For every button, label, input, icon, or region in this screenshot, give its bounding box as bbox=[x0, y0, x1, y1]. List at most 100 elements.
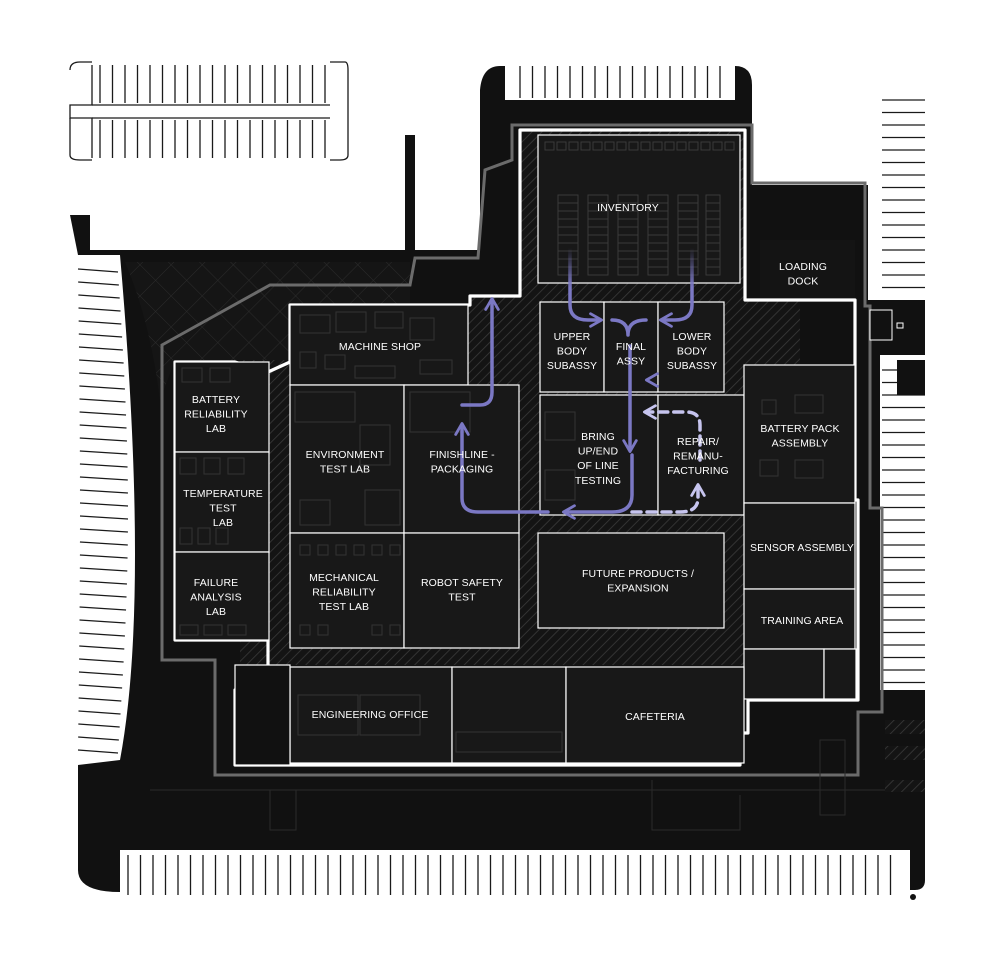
parking-stripe bbox=[79, 606, 127, 611]
parking-stripe bbox=[79, 372, 125, 377]
inventory-bin bbox=[640, 141, 651, 151]
label-line: LAB bbox=[213, 517, 233, 529]
exterior-structures bbox=[150, 739, 910, 831]
inventory-bin bbox=[676, 141, 687, 151]
parking-stripe bbox=[79, 424, 127, 429]
parking-stripe bbox=[78, 684, 123, 689]
label-line: PACKAGING bbox=[431, 464, 494, 476]
label-line: UPPER bbox=[554, 331, 591, 343]
parking-stripe bbox=[79, 437, 127, 442]
room-battery-reliability bbox=[174, 361, 270, 453]
parking-stripe bbox=[78, 736, 119, 741]
parking-stripe bbox=[79, 658, 124, 663]
parking-stripe bbox=[79, 580, 127, 585]
flow-inventory-to-final-right bbox=[659, 246, 694, 328]
flow-bottom-to-finishline bbox=[454, 422, 550, 514]
label-engineering-office: ENGINEERING OFFICE bbox=[312, 709, 429, 721]
label-line: BATTERY bbox=[192, 394, 240, 406]
parking-stripe bbox=[78, 671, 123, 676]
inventory-bin bbox=[544, 141, 555, 151]
parking-stripe bbox=[79, 463, 128, 468]
parking-stripe bbox=[79, 398, 126, 403]
label-line: BODY bbox=[557, 346, 587, 358]
label-line: ROBOT SAFETY bbox=[421, 577, 503, 589]
room-future-products bbox=[537, 532, 725, 629]
parking-stripe bbox=[78, 710, 121, 715]
furniture bbox=[179, 311, 824, 753]
label-line: TEMPERATURE bbox=[183, 488, 263, 500]
inventory-bin bbox=[688, 141, 699, 151]
parking-stripe bbox=[79, 619, 126, 624]
label-line: LOADING bbox=[779, 261, 827, 273]
parking-stripe bbox=[78, 346, 123, 351]
inventory-bin bbox=[580, 141, 591, 151]
parking-stripe bbox=[79, 359, 124, 364]
parking-stripe bbox=[79, 554, 128, 559]
label-line: FINISHLINE - bbox=[429, 449, 495, 461]
room-misc-se bbox=[743, 648, 825, 700]
east-hatch-blocks bbox=[885, 720, 925, 792]
label-line: TEST bbox=[209, 503, 237, 515]
parking-ticks-bottom bbox=[127, 855, 892, 895]
label-temperature-test-lab: TEMPERATURE TEST LAB bbox=[183, 488, 263, 529]
room-cafeteria bbox=[565, 666, 745, 764]
label-line: UP/END bbox=[578, 446, 619, 458]
parking-stripe bbox=[79, 528, 128, 533]
inventory-bin bbox=[556, 141, 567, 151]
process-flow-arrows bbox=[454, 246, 732, 520]
label-finishline-packaging: FINISHLINE - PACKAGING bbox=[429, 449, 495, 476]
parking-stripe bbox=[77, 268, 119, 273]
parking-ticks-left bbox=[77, 268, 129, 754]
label-line: LOWER bbox=[672, 331, 711, 343]
label-line: TRAINING AREA bbox=[761, 615, 843, 627]
label-line: LAB bbox=[206, 423, 226, 435]
parking-stripe bbox=[78, 281, 119, 286]
parking-ticks-top-center bbox=[519, 66, 721, 98]
label-line: TESTING bbox=[575, 475, 621, 487]
parking-lot-top-left bbox=[69, 61, 349, 161]
parking-stripe bbox=[77, 749, 119, 754]
room-middle-office bbox=[451, 666, 567, 764]
label-line: TEST LAB bbox=[319, 601, 369, 613]
parking-stripe bbox=[79, 632, 125, 637]
label-repair-remanufacturing: REPAIR/REMANU- FACTURING bbox=[667, 436, 729, 477]
inventory-bin bbox=[700, 141, 711, 151]
label-line: FUTURE PRODUCTS / bbox=[582, 568, 694, 580]
label-cafeteria: CAFETERIA bbox=[625, 711, 685, 723]
room-loading-dock bbox=[760, 240, 855, 298]
label-line: REMANU- bbox=[673, 451, 723, 463]
label-line: TEST bbox=[448, 592, 476, 604]
inventory-bin bbox=[592, 141, 603, 151]
label-line: EXPANSION bbox=[607, 583, 668, 595]
parking-stripe bbox=[78, 320, 122, 325]
inventory-bin bbox=[712, 141, 723, 151]
label-line: REPAIR/ bbox=[677, 436, 719, 448]
flow-to-repair bbox=[630, 483, 706, 514]
parking-ticks-right bbox=[882, 99, 925, 684]
flow-repair-return bbox=[643, 404, 702, 462]
label-line: INVENTORY bbox=[597, 202, 659, 214]
label-line: LAB bbox=[206, 606, 226, 618]
parking-stripe bbox=[79, 450, 128, 455]
label-line: ENGINEERING OFFICE bbox=[312, 709, 429, 721]
parking-stripe bbox=[78, 723, 120, 728]
label-line: BODY bbox=[677, 346, 707, 358]
inventory-bin bbox=[628, 141, 639, 151]
crosshatch-zone bbox=[125, 262, 410, 400]
label-line: FACTURING bbox=[667, 465, 729, 477]
label-inventory: INVENTORY bbox=[597, 202, 659, 214]
room-sensor-assembly bbox=[743, 502, 856, 590]
parking-stripe bbox=[78, 294, 120, 299]
room-battery-pack bbox=[743, 364, 856, 504]
label-future-products-expansion: FUTURE PRODUCTS / EXPANSION bbox=[582, 568, 694, 595]
label-line: SUBASSY bbox=[667, 360, 717, 372]
flow-bringup-to-finishline bbox=[562, 453, 634, 520]
dock-fragments bbox=[869, 309, 925, 395]
label-line: ANALYSIS bbox=[190, 592, 241, 604]
label-line: CAFETERIA bbox=[625, 711, 685, 723]
